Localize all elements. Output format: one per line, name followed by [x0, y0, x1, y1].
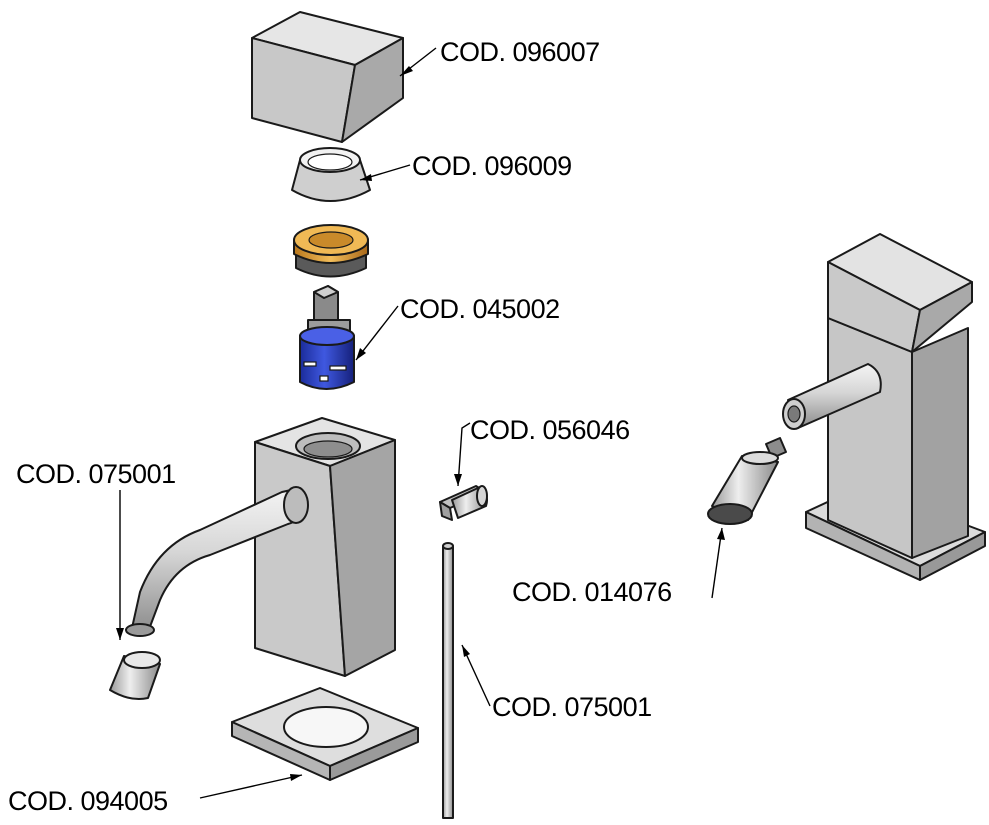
lift-rod	[442, 542, 454, 819]
callout-cartridge: COD. 045002	[400, 294, 560, 324]
callout-base-plate: COD. 094005	[8, 786, 168, 816]
leader-spray	[711, 527, 723, 599]
callout-aerator-left: COD. 075001	[16, 459, 176, 489]
callout-cap: COD. 096007	[440, 37, 600, 67]
leader-lever	[457, 422, 471, 487]
lever-pin	[439, 485, 488, 521]
leader-lines	[116, 47, 725, 799]
leader-base-plate	[199, 774, 303, 799]
conical-ring	[291, 147, 371, 202]
aerator-left	[109, 651, 161, 700]
mixer-body	[254, 417, 396, 677]
spout-pipe	[125, 486, 309, 637]
callout-spray-nozzle: COD. 014076	[512, 577, 672, 607]
cartridge	[299, 285, 355, 390]
callout-rod: COD. 075001	[492, 692, 652, 722]
callout-ring: COD. 096009	[412, 151, 572, 181]
spray-nozzle	[707, 437, 787, 525]
cap-block	[251, 11, 404, 143]
brass-nut	[293, 224, 369, 278]
assembled-mixer	[782, 233, 986, 581]
base-plate	[231, 687, 419, 781]
callout-lever: COD. 056046	[470, 415, 630, 445]
